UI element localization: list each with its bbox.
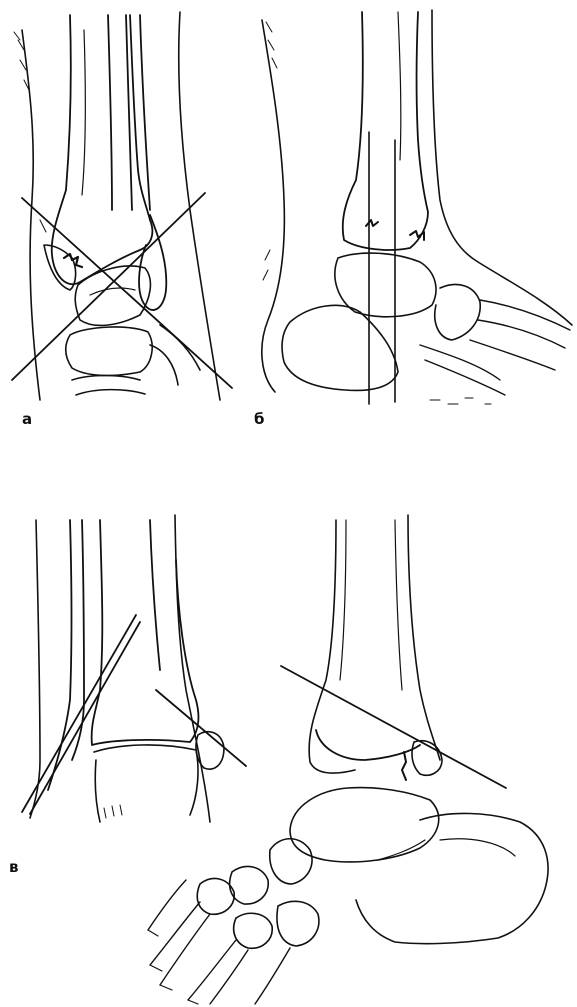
- panel-v-side-talus: [290, 788, 439, 862]
- panel-a-ankle-front-view: [12, 12, 232, 400]
- panel-v-side-bone-inner: [340, 520, 402, 690]
- panel-a-axis-line-1: [22, 198, 232, 388]
- panel-a-leg-contour-left: [22, 30, 40, 400]
- panel-v-axis-line-2: [156, 690, 246, 766]
- panel-b-leg-contour-front: [262, 20, 285, 392]
- panel-a-skin-hatching: [14, 32, 46, 232]
- panel-v-ankle-side-view: [148, 515, 548, 1004]
- panel-a-lower-bones: [72, 325, 200, 395]
- panel-v-side-fracture-mark: [402, 752, 406, 780]
- panel-b-calcaneus: [282, 305, 398, 390]
- panel-b-skin-hatching: [263, 22, 277, 280]
- panel-a-fracture-mark: [64, 254, 82, 267]
- panel-v-side-cuboid: [277, 901, 319, 946]
- panel-v-side-cuneiform-1: [230, 866, 269, 904]
- panel-v-side-axis-line: [281, 666, 506, 788]
- panel-a-tibia-inner: [82, 30, 85, 195]
- panel-v-axis-line-1b: [30, 622, 140, 814]
- panel-v-ankle-front-view: [22, 515, 246, 822]
- panel-b-metatarsals: [420, 300, 570, 395]
- panel-a-fibula: [108, 15, 150, 210]
- panel-label-a: а: [22, 412, 32, 427]
- panel-v-side-cuneiform-2: [197, 878, 234, 914]
- panel-a-medial-malleolus-fragment: [44, 245, 76, 290]
- panel-b-tibia: [343, 12, 428, 250]
- panel-a-calcaneus: [66, 327, 152, 376]
- panel-v-medial-malleolus-fragment: [196, 732, 224, 769]
- panel-a-tibia: [52, 15, 153, 284]
- panel-label-b: б: [254, 412, 264, 427]
- panel-v-side-leg-contour-front: [309, 520, 355, 773]
- panel-b-foot-hatching: [430, 398, 491, 404]
- panel-v-side-calcaneus-inner: [378, 839, 515, 860]
- panel-b-ankle-side-view: [262, 10, 572, 404]
- panel-v-side-tarsal: [234, 913, 273, 948]
- panel-v-side-calcaneus: [356, 813, 548, 943]
- panel-b-fracture-mark-1: [366, 220, 378, 226]
- panel-v-leg-contour-left: [30, 520, 40, 818]
- panel-a-leg-contour-right: [179, 12, 220, 400]
- panel-b-tibia-inner: [398, 12, 401, 160]
- panel-v-talus: [94, 745, 198, 822]
- panel-v-side-leg-contour-back: [408, 515, 440, 760]
- panel-label-v: в: [9, 860, 19, 875]
- panel-v-hatching: [104, 805, 122, 818]
- panel-v-side-metatarsals: [148, 880, 290, 1004]
- panel-v-side-navicular: [270, 839, 312, 884]
- panel-b-navicular: [435, 284, 480, 340]
- panel-b-leg-contour-back: [432, 10, 572, 325]
- panel-v-leg-contour-right: [175, 515, 210, 822]
